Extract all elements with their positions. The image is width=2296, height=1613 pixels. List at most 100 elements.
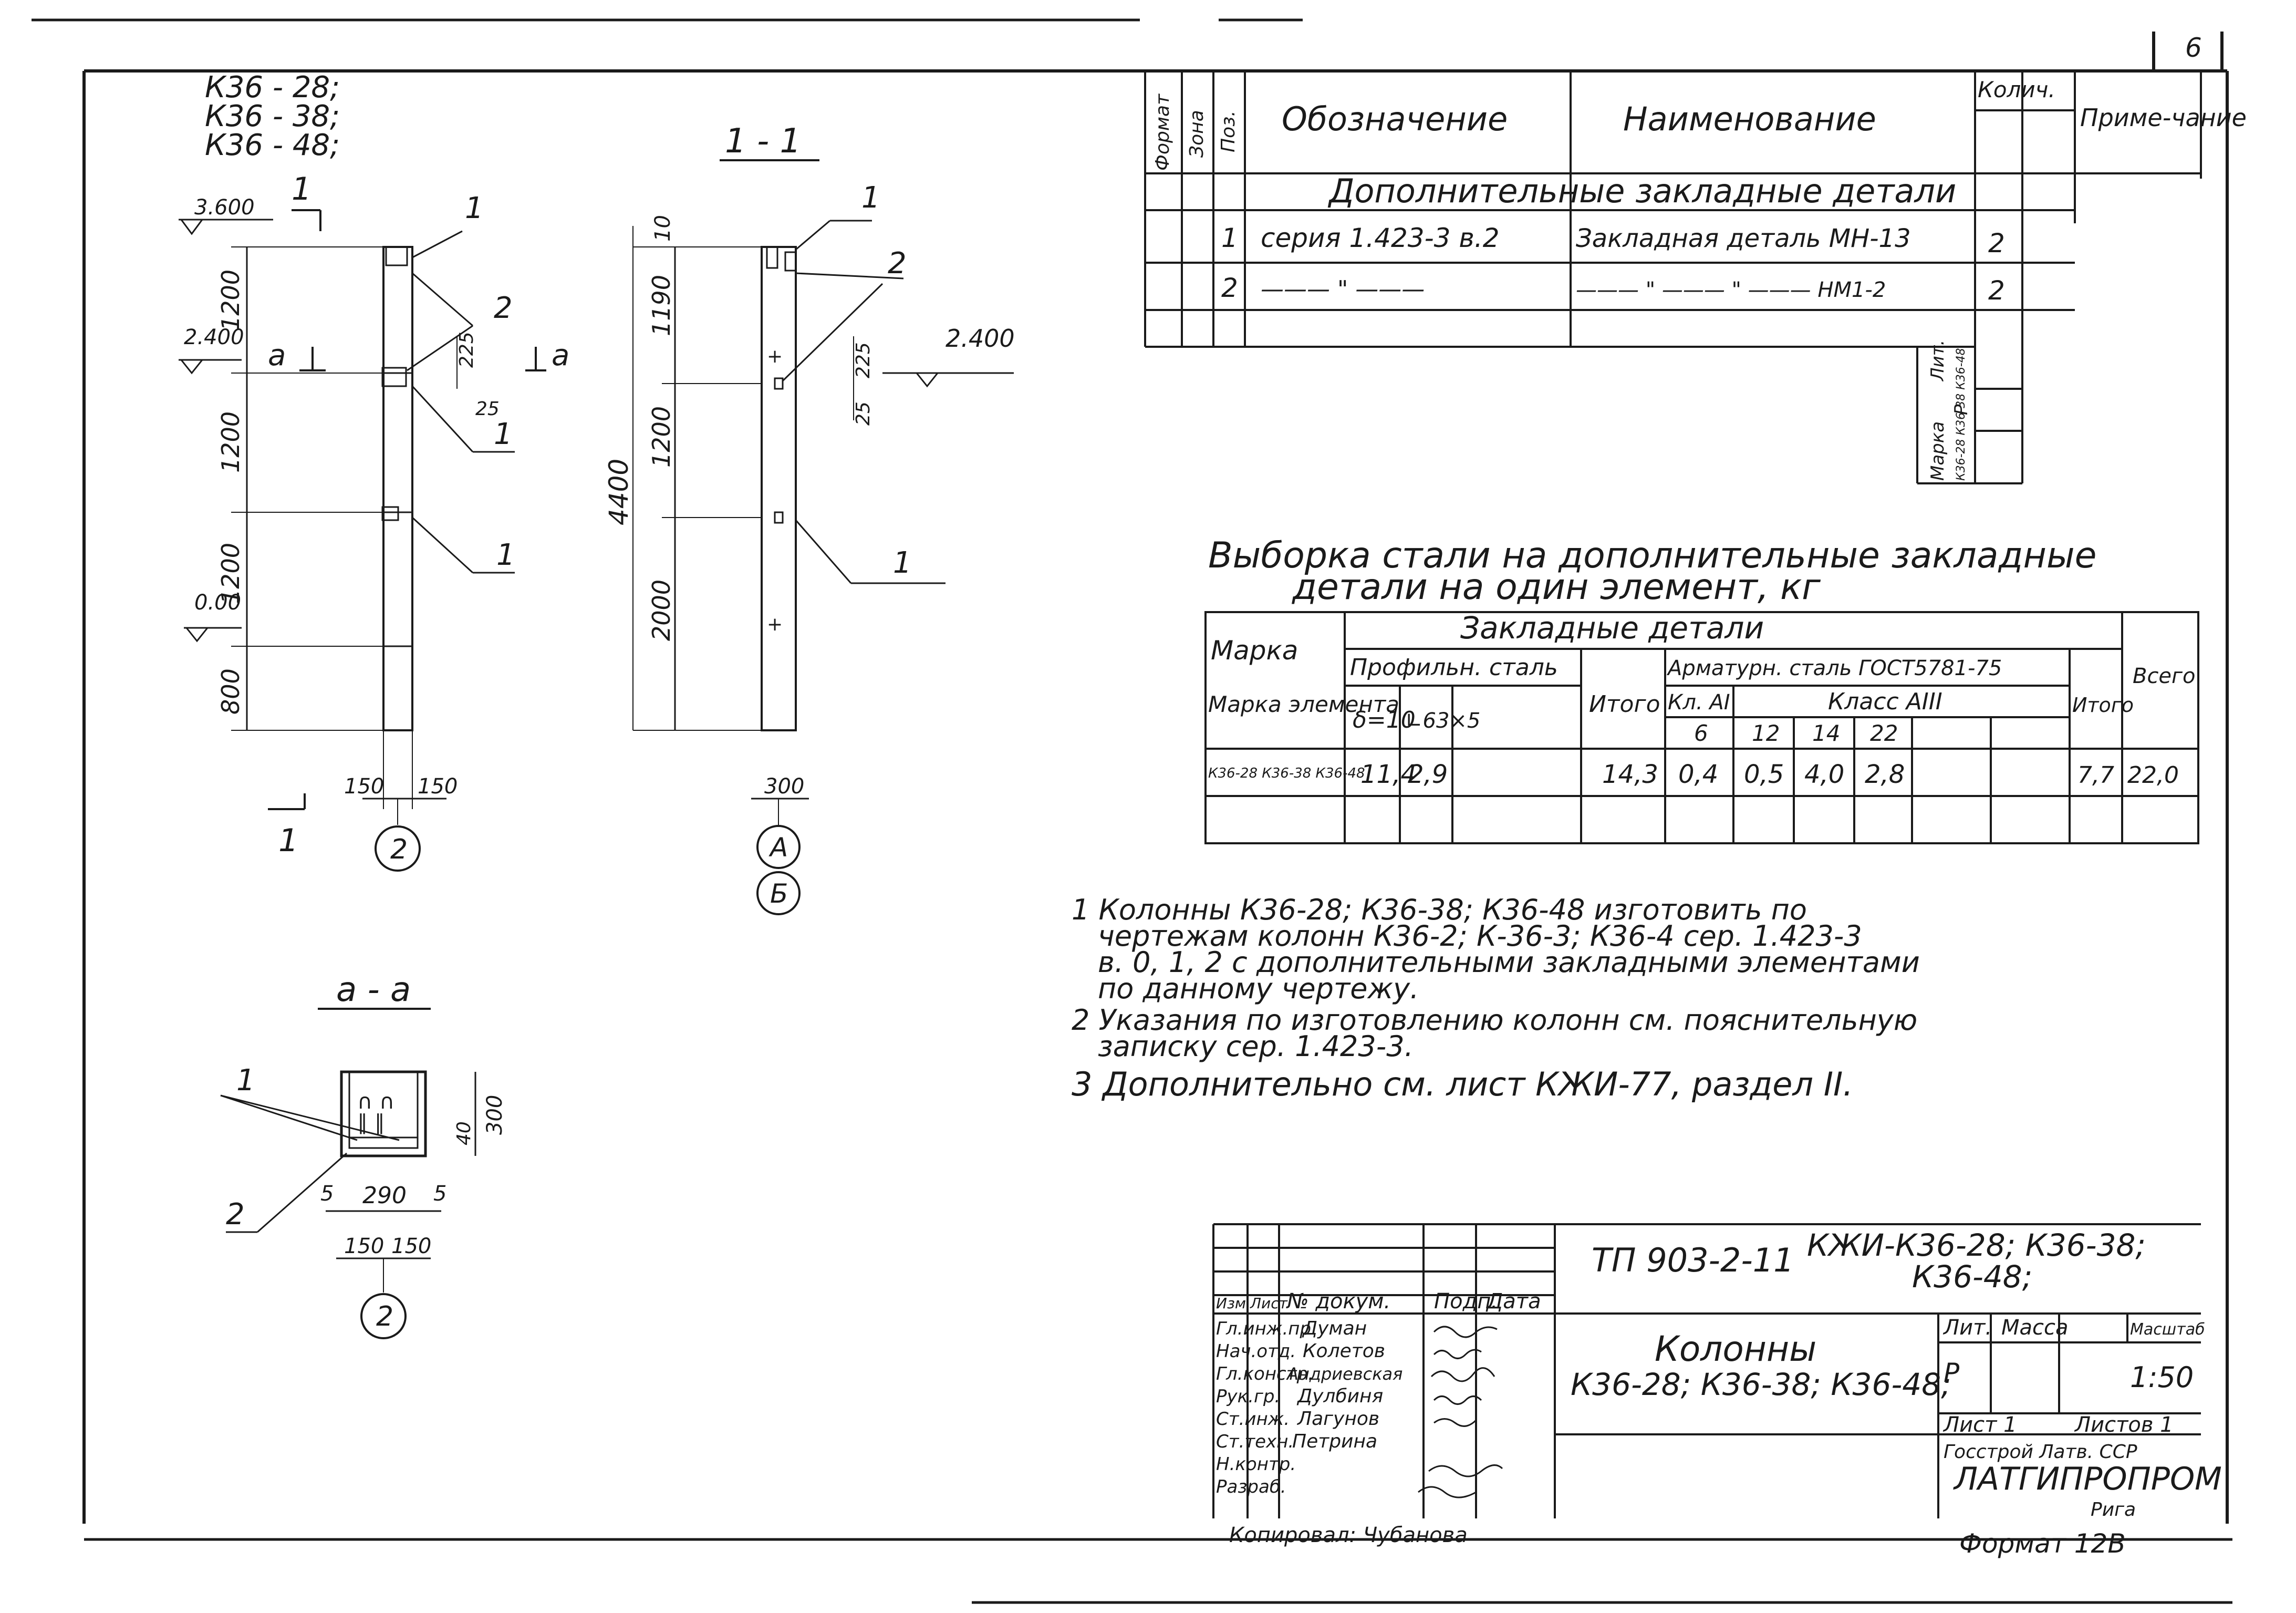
axis-bubble xyxy=(756,825,801,869)
plan-cut-marker: а xyxy=(552,338,569,373)
leader xyxy=(412,230,463,259)
section-outline xyxy=(761,246,797,731)
scale-value: 1:50 xyxy=(2130,1361,2194,1394)
lit-value: Р xyxy=(1944,1358,1960,1388)
axis-bubble xyxy=(756,871,801,915)
block-marks: К36-28 К36-38 К36-48 xyxy=(1955,348,1968,481)
leader xyxy=(411,385,474,453)
cell-total2: 7,7 xyxy=(2077,762,2114,789)
block-lit-value: Р xyxy=(1951,404,1972,415)
role: Ст.техн. xyxy=(1216,1431,1294,1452)
dim-small: 25 xyxy=(475,398,500,420)
level-mark xyxy=(916,373,939,388)
level-value: 2.400 xyxy=(184,325,244,349)
leader xyxy=(407,325,473,371)
header-pos: Поз. xyxy=(1218,110,1239,152)
axis-label: 2 xyxy=(390,834,408,865)
cut-marker: 1 xyxy=(292,171,311,208)
axis-label: 2 xyxy=(376,1301,393,1332)
header-qty: Колич. xyxy=(1978,77,2055,102)
hdr-col: № докум. xyxy=(1286,1289,1390,1314)
person: Колетов xyxy=(1303,1340,1385,1362)
leader xyxy=(257,1152,347,1233)
org-name: ЛАТГИПРОПРОМ xyxy=(1953,1461,2222,1497)
drawing-name: Колонны xyxy=(1655,1329,1816,1369)
callout-number: 1 xyxy=(496,538,515,572)
leader xyxy=(795,520,852,584)
row-pos: 2 xyxy=(1221,273,1238,303)
dim-h: 290 xyxy=(362,1182,407,1209)
notes: 1 Колонны К36-28; К36-38; К36-48 изготов… xyxy=(1072,893,1920,1103)
row-name: ——— " ——— " ——— НМ1-2 xyxy=(1576,278,1886,302)
cell-mark: К36-28 К36-38 К36-48 xyxy=(1208,766,1365,781)
hdr-col: Подп. xyxy=(1434,1289,1498,1314)
axis-bubble xyxy=(360,1293,407,1339)
callout-number: 1 xyxy=(465,191,484,225)
h-mark: Марка xyxy=(1211,635,1298,666)
sheet-code: К36-48; xyxy=(1912,1259,2032,1295)
cell-total: 14,3 xyxy=(1602,760,1658,789)
dim-segment: 1200 xyxy=(647,406,676,468)
embedded-plate xyxy=(385,246,408,266)
dim-bottom: 150 xyxy=(344,1234,384,1258)
cut-marker: 1 xyxy=(278,822,298,859)
dim-segment: 10 xyxy=(651,215,675,242)
h-mark: Марка элемента xyxy=(1208,691,1399,717)
insert-mark: + xyxy=(767,346,783,367)
h-total2: Итого xyxy=(2072,694,2134,717)
level-value: 3.600 xyxy=(194,195,255,220)
section-title: Дополнительные закладные детали xyxy=(1327,172,1956,210)
row-pos: 1 xyxy=(1221,223,1238,253)
h-thick: δ=10 xyxy=(1353,707,1416,733)
note-line: по данному чертежу. xyxy=(1098,972,1419,1005)
dim-segment: 1200 xyxy=(216,543,245,604)
signature-scribbles xyxy=(1418,1326,1503,1498)
h-diam: 14 xyxy=(1812,720,1840,746)
org-top: Госстрой Латв. ССР xyxy=(1944,1441,2137,1463)
block-lit: Лит. xyxy=(1927,340,1948,382)
h-diam: 12 xyxy=(1752,720,1780,746)
dim-segment: 1200 xyxy=(216,270,245,331)
h-angle: ∟63×5 xyxy=(1405,709,1480,733)
header-designation: Обозначение xyxy=(1282,100,1508,138)
leader xyxy=(795,272,904,280)
dim-v: 300 xyxy=(483,1095,507,1135)
dim-small: 25 xyxy=(853,401,874,426)
callout-number: 1 xyxy=(236,1063,255,1098)
cell-a6: 0,4 xyxy=(1678,760,1718,789)
note-line: 2 Указания по изготовлению колонн см. по… xyxy=(1072,1004,1917,1037)
hdr-col: Изм. xyxy=(1216,1295,1251,1312)
row-designation: ——— " ——— xyxy=(1261,276,1425,303)
dim-width: 150 xyxy=(344,774,384,799)
h-profile: Профильн. сталь xyxy=(1350,654,1558,681)
role: Ст.инж. xyxy=(1216,1409,1290,1430)
sheet-code: КЖИ-К36-28; К36-38; xyxy=(1807,1227,2146,1263)
dim-h: 5 xyxy=(320,1182,334,1206)
hdr-col: Лист xyxy=(1250,1295,1288,1312)
person: Петрина xyxy=(1292,1431,1377,1452)
embedded-plate xyxy=(381,367,407,387)
embedded-plate xyxy=(774,377,784,390)
role: Гл.инж.пр. xyxy=(1216,1318,1317,1339)
header-note: Приме-чание xyxy=(2080,104,2247,132)
level-value: 0.00 xyxy=(194,591,241,615)
steel-table: Марка Марка элемента Закладные детали Пр… xyxy=(1204,610,2199,844)
person: Лагунов xyxy=(1296,1408,1379,1430)
level-mark xyxy=(180,359,203,375)
callout-number: 1 xyxy=(494,417,513,451)
note-line: в. 0, 1, 2 с дополнительными закладными … xyxy=(1098,946,1920,979)
org-city: Рига xyxy=(2091,1499,2136,1521)
h-class1: Кл. АI xyxy=(1668,690,1730,715)
marks-title-line: К36 - 48; xyxy=(205,128,340,162)
hdr-col: Дата xyxy=(1485,1289,1541,1314)
lit-label: Лит. xyxy=(1942,1316,1992,1340)
sheets-label: Листов 1 xyxy=(2074,1413,2174,1437)
dim-segment: 2000 xyxy=(647,580,676,641)
section-label: 1 - 1 xyxy=(725,122,801,161)
insert-mark: + xyxy=(767,614,783,635)
cell-l63: 2,9 xyxy=(1408,760,1448,789)
cell-a12: 0,5 xyxy=(1744,760,1784,789)
axis-label: Б xyxy=(770,878,788,909)
person: Дулбиня xyxy=(1296,1385,1383,1407)
